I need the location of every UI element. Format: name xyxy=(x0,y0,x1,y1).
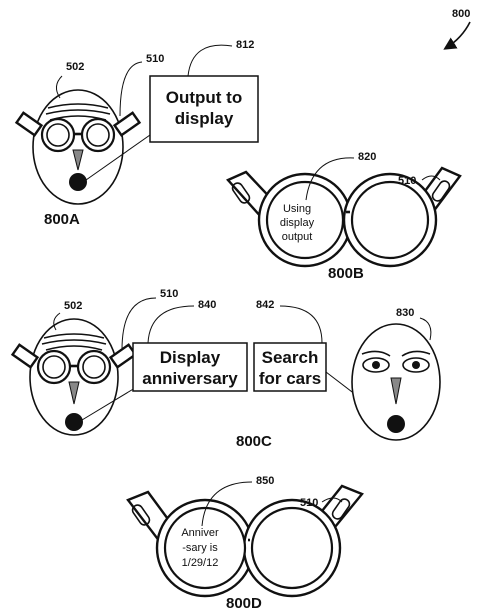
panel-800b: Using display output 820 510 800B xyxy=(226,151,462,282)
forehead-wrinkle xyxy=(41,339,107,345)
ref-820-leader xyxy=(305,157,355,201)
ref-502-label: 502 xyxy=(66,61,84,73)
ref-502-leader xyxy=(56,75,63,99)
panel-label-800c: 800C xyxy=(236,433,272,450)
ref-850-label: 850 xyxy=(256,475,274,487)
speech-box-output-to-display xyxy=(149,75,259,143)
speech-text-line-1: Output to xyxy=(166,88,242,107)
ref-510-leader xyxy=(119,61,143,117)
eyebrow-right xyxy=(401,350,431,357)
mouth-speaking xyxy=(387,415,405,433)
ref-840-leader xyxy=(147,305,195,344)
glasses-lens-left xyxy=(163,506,247,590)
glasses-side-arm-left xyxy=(14,111,44,137)
glasses-lens-inner-right xyxy=(86,123,110,147)
speech-text-line-2: display xyxy=(175,109,234,128)
ref-842-leader xyxy=(279,305,323,344)
speech-text-line-2: for cars xyxy=(259,369,321,388)
ref-830-leader xyxy=(419,317,432,341)
lens-text-line-1: Anniver xyxy=(181,527,219,539)
glasses-lens-inner-left xyxy=(42,355,66,379)
nose xyxy=(68,381,80,405)
speech-text-line-1: Display xyxy=(160,348,221,367)
mouth-speaking xyxy=(65,413,83,431)
ref-842-label: 842 xyxy=(256,299,274,311)
lens-text-line-2: display xyxy=(280,217,315,229)
glasses-lens-right xyxy=(250,506,334,590)
ref-510-leader xyxy=(321,497,343,503)
panel-label-800d: 800D xyxy=(226,595,262,612)
panel-800a: Output to display 502 510 812 800A xyxy=(14,39,259,228)
panel-800c: Display anniversary Search for cars 502 … xyxy=(10,288,441,450)
glasses-lens-inner-left xyxy=(46,123,70,147)
lens-text-line-2: -sary is xyxy=(182,542,218,554)
forehead-wrinkle xyxy=(43,333,105,339)
ref-830-label: 830 xyxy=(396,307,414,319)
side-arm-button-right xyxy=(431,180,451,202)
pupil-left xyxy=(372,361,380,369)
lens-text-line-1: Using xyxy=(283,203,311,215)
glasses-lens-left xyxy=(265,180,345,260)
panel-label-800b: 800B xyxy=(328,265,364,282)
pupil-right xyxy=(412,361,420,369)
glasses-side-arm-right xyxy=(112,111,142,137)
speech-box-search-for-cars xyxy=(253,342,327,392)
eyebrow-left xyxy=(361,350,391,357)
figure-ref-label: 800 xyxy=(452,8,470,20)
glasses-side-arm-right xyxy=(108,343,138,369)
nose xyxy=(390,377,402,405)
lens-text-line-3: output xyxy=(282,231,313,243)
ref-510-label: 510 xyxy=(398,175,416,187)
forehead-wrinkle xyxy=(45,345,103,351)
speech-box-display-anniversary xyxy=(132,342,248,392)
ref-510-label: 510 xyxy=(160,288,178,300)
lens-text-line-3: 1/29/12 xyxy=(182,557,219,569)
glasses-lens-inner-right xyxy=(82,355,106,379)
ref-850-leader xyxy=(201,481,253,527)
forehead-wrinkle xyxy=(45,109,111,115)
panel-label-800a: 800A xyxy=(44,211,80,228)
figure-ref-arrow xyxy=(443,21,471,50)
ref-812-label: 812 xyxy=(236,39,254,51)
panel-800d: Anniver -sary is 1/29/12 850 510 800D xyxy=(126,475,364,612)
ref-510-label: 510 xyxy=(300,497,318,509)
ref-812-leader xyxy=(187,44,233,77)
speech-text-line-1: Search xyxy=(262,348,319,367)
side-arm-button-right xyxy=(331,498,351,520)
glasses-lens-right xyxy=(350,180,430,260)
nose xyxy=(72,149,84,171)
glasses-side-arm-left xyxy=(10,343,40,369)
ref-510-leader xyxy=(421,175,441,181)
ref-502-label: 502 xyxy=(64,300,82,312)
ref-502-leader xyxy=(53,312,61,331)
side-arm-button-left xyxy=(131,504,151,526)
side-arm-button-left xyxy=(231,182,251,204)
mouth-speaking xyxy=(69,173,87,191)
forehead-wrinkle xyxy=(47,103,109,109)
speech-text-line-2: anniversary xyxy=(142,369,238,388)
ref-510-leader xyxy=(121,297,157,351)
ref-510-label: 510 xyxy=(146,53,164,65)
ref-840-label: 840 xyxy=(198,299,216,311)
ref-820-label: 820 xyxy=(358,151,376,163)
